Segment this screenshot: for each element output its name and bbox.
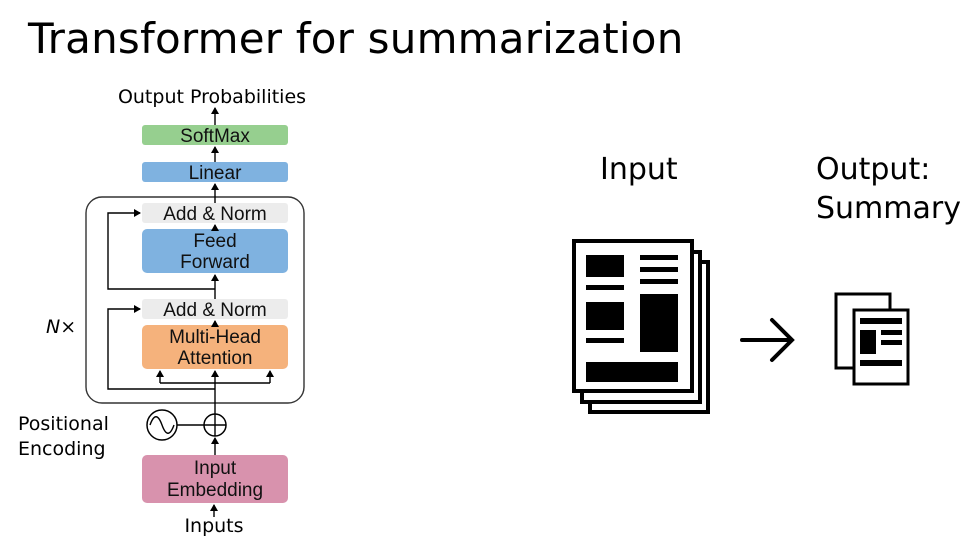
feed-forward-label-line2: Forward xyxy=(180,252,250,273)
linear-label: Linear xyxy=(189,163,242,184)
multi-head-attention-block xyxy=(142,325,288,369)
attention-label-line1: Multi-Head xyxy=(169,327,261,348)
embedding-label-line1: Input xyxy=(194,458,237,479)
softmax-label: SoftMax xyxy=(180,126,250,147)
linear-block xyxy=(142,162,288,182)
output-probabilities-label: Output Probabilities xyxy=(118,86,306,108)
add-norm-bottom-label: Add & Norm xyxy=(163,300,266,321)
feed-forward-block xyxy=(142,229,288,273)
repeat-count-label: N× xyxy=(46,316,76,338)
positional-encoding-label-line2: Encoding xyxy=(18,438,106,460)
sine-wave-icon xyxy=(146,409,178,441)
attention-label-line2: Attention xyxy=(178,348,253,369)
input-label: Input xyxy=(600,152,678,187)
inputs-label: Inputs xyxy=(184,515,243,537)
positional-encoding-label-line1: Positional xyxy=(18,413,109,435)
feed-forward-label-line1: Feed xyxy=(193,231,236,252)
add-operator-icon xyxy=(203,413,227,437)
output-label: Output: xyxy=(816,152,931,187)
softmax-block xyxy=(142,125,288,145)
add-norm-bottom-block xyxy=(142,299,288,319)
slide-title: Transformer for summarization xyxy=(28,14,684,63)
summary-document-icon xyxy=(834,292,910,386)
arrow-right-icon xyxy=(740,318,795,362)
input-embedding-block xyxy=(142,455,288,503)
input-documents-icon xyxy=(572,239,710,414)
summary-label: Summary xyxy=(816,191,960,226)
add-norm-top-label: Add & Norm xyxy=(163,204,266,225)
embedding-label-line2: Embedding xyxy=(167,480,263,501)
add-norm-top-block xyxy=(142,203,288,223)
encoder-layer-container xyxy=(85,196,305,404)
flow-arrows xyxy=(107,107,274,517)
